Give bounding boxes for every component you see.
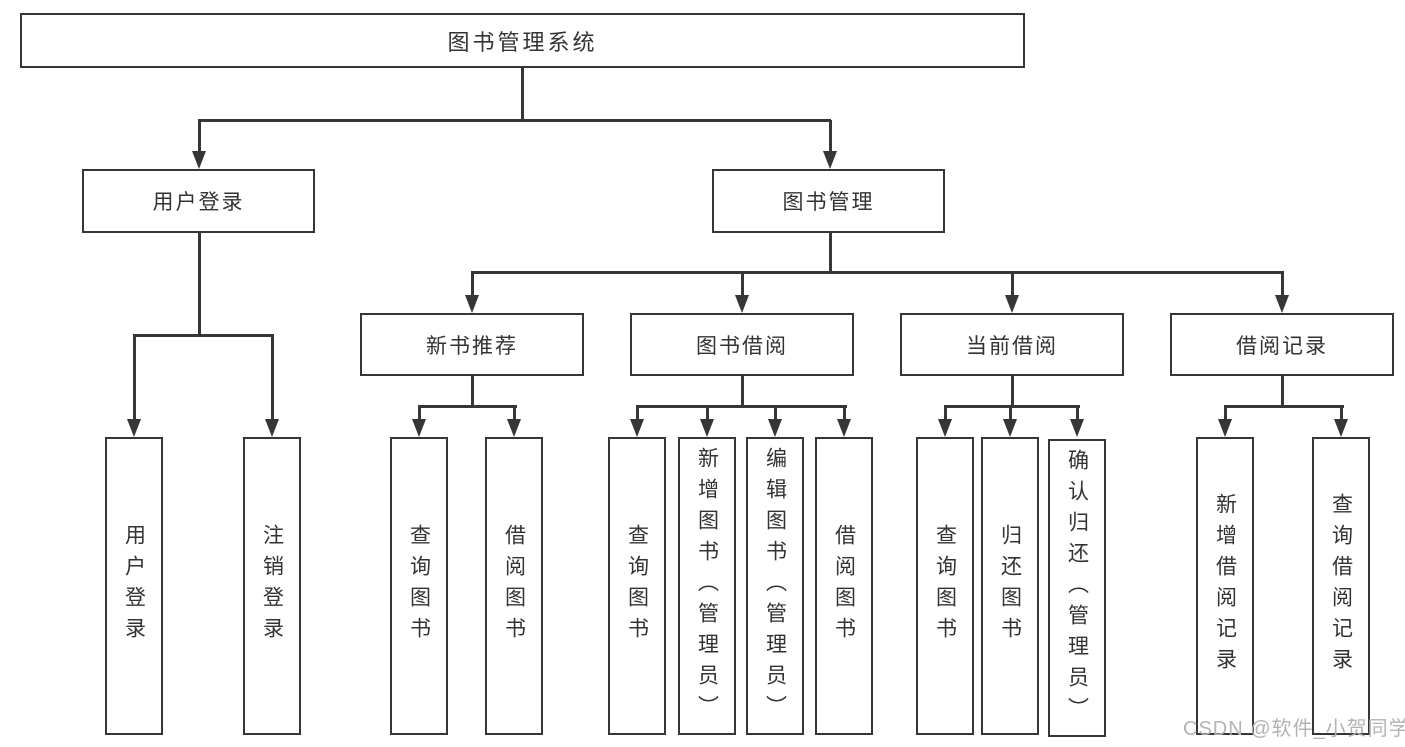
arrow-down-icon (768, 419, 782, 437)
node-user-login: 用户登录 (82, 169, 315, 233)
connector-line (740, 272, 744, 297)
arrow-down-icon (1070, 419, 1084, 437)
connector-line (270, 335, 274, 421)
leaf-query-borrow-record: 查询借阅记录 (1312, 437, 1370, 735)
connector-line (1010, 376, 1014, 408)
arrow-down-icon (630, 419, 644, 437)
connector-line (198, 118, 831, 122)
node-book-borrowing: 图书借阅 (630, 313, 854, 376)
connector-line (943, 404, 1080, 408)
arrow-down-icon (700, 419, 714, 437)
connector-line (512, 406, 516, 421)
connector-line (635, 404, 847, 408)
node-library-system: 图书管理系统 (20, 13, 1025, 68)
arrow-down-icon (465, 295, 479, 313)
connector-line (773, 406, 777, 421)
connector-line (197, 120, 201, 153)
connector-line (417, 406, 421, 421)
connector-line (1010, 272, 1014, 297)
connector-line (828, 233, 832, 274)
connector-line (132, 333, 274, 337)
arrow-down-icon (823, 151, 837, 169)
leaf-borrow-books: 借阅图书 (815, 437, 873, 735)
arrow-down-icon (1005, 295, 1019, 313)
node-new-book-recommend: 新书推荐 (360, 313, 584, 376)
connector-line (197, 233, 201, 337)
connector-line (1339, 406, 1343, 421)
arrow-down-icon (735, 295, 749, 313)
connector-line (1075, 406, 1079, 421)
leaf-confirm-return-admin: 确认归还（管理员） (1048, 439, 1106, 737)
connector-line (1008, 406, 1012, 421)
arrow-down-icon (412, 419, 426, 437)
connector-line (842, 406, 846, 421)
connector-line (132, 335, 136, 421)
leaf-query-books-recommend: 查询图书 (390, 437, 448, 735)
connector-line (828, 120, 832, 153)
connector-line (417, 404, 517, 408)
connector-line (1223, 406, 1227, 421)
connector-line (740, 376, 744, 408)
connector-line (1223, 404, 1344, 408)
leaf-edit-books-admin: 编辑图书（管理员） (746, 437, 804, 735)
arrow-down-icon (938, 419, 952, 437)
leaf-borrow-books-recommend: 借阅图书 (485, 437, 543, 735)
csdn-watermark: CSDN @软件_小贺同学 (1183, 718, 1405, 740)
connector-line (705, 406, 709, 421)
arrow-down-icon (265, 419, 279, 437)
connector-line (470, 270, 1284, 274)
arrow-down-icon (507, 419, 521, 437)
connector-line (635, 406, 639, 421)
leaf-return-books: 归还图书 (981, 437, 1039, 735)
arrow-down-icon (1275, 295, 1289, 313)
connector-line (470, 376, 474, 408)
leaf-query-books-current: 查询图书 (916, 437, 974, 735)
arrow-down-icon (837, 419, 851, 437)
node-book-management: 图书管理 (712, 169, 945, 233)
arrow-down-icon (192, 151, 206, 169)
connector-line (1280, 272, 1284, 297)
arrow-down-icon (1218, 419, 1232, 437)
connector-line (943, 406, 947, 421)
connector-line (470, 272, 474, 297)
connector-line (1280, 376, 1284, 408)
leaf-logout: 注销登录 (243, 437, 301, 735)
connector-line (520, 68, 524, 121)
leaf-add-books-admin: 新增图书（管理员） (678, 437, 736, 735)
leaf-add-borrow-record: 新增借阅记录 (1196, 437, 1254, 735)
leaf-query-books-borrowing: 查询图书 (608, 437, 666, 735)
node-current-borrowing: 当前借阅 (900, 313, 1124, 376)
arrow-down-icon (1003, 419, 1017, 437)
arrow-down-icon (127, 419, 141, 437)
arrow-down-icon (1334, 419, 1348, 437)
leaf-user-login: 用户登录 (105, 437, 163, 735)
node-borrowing-records: 借阅记录 (1170, 313, 1394, 376)
